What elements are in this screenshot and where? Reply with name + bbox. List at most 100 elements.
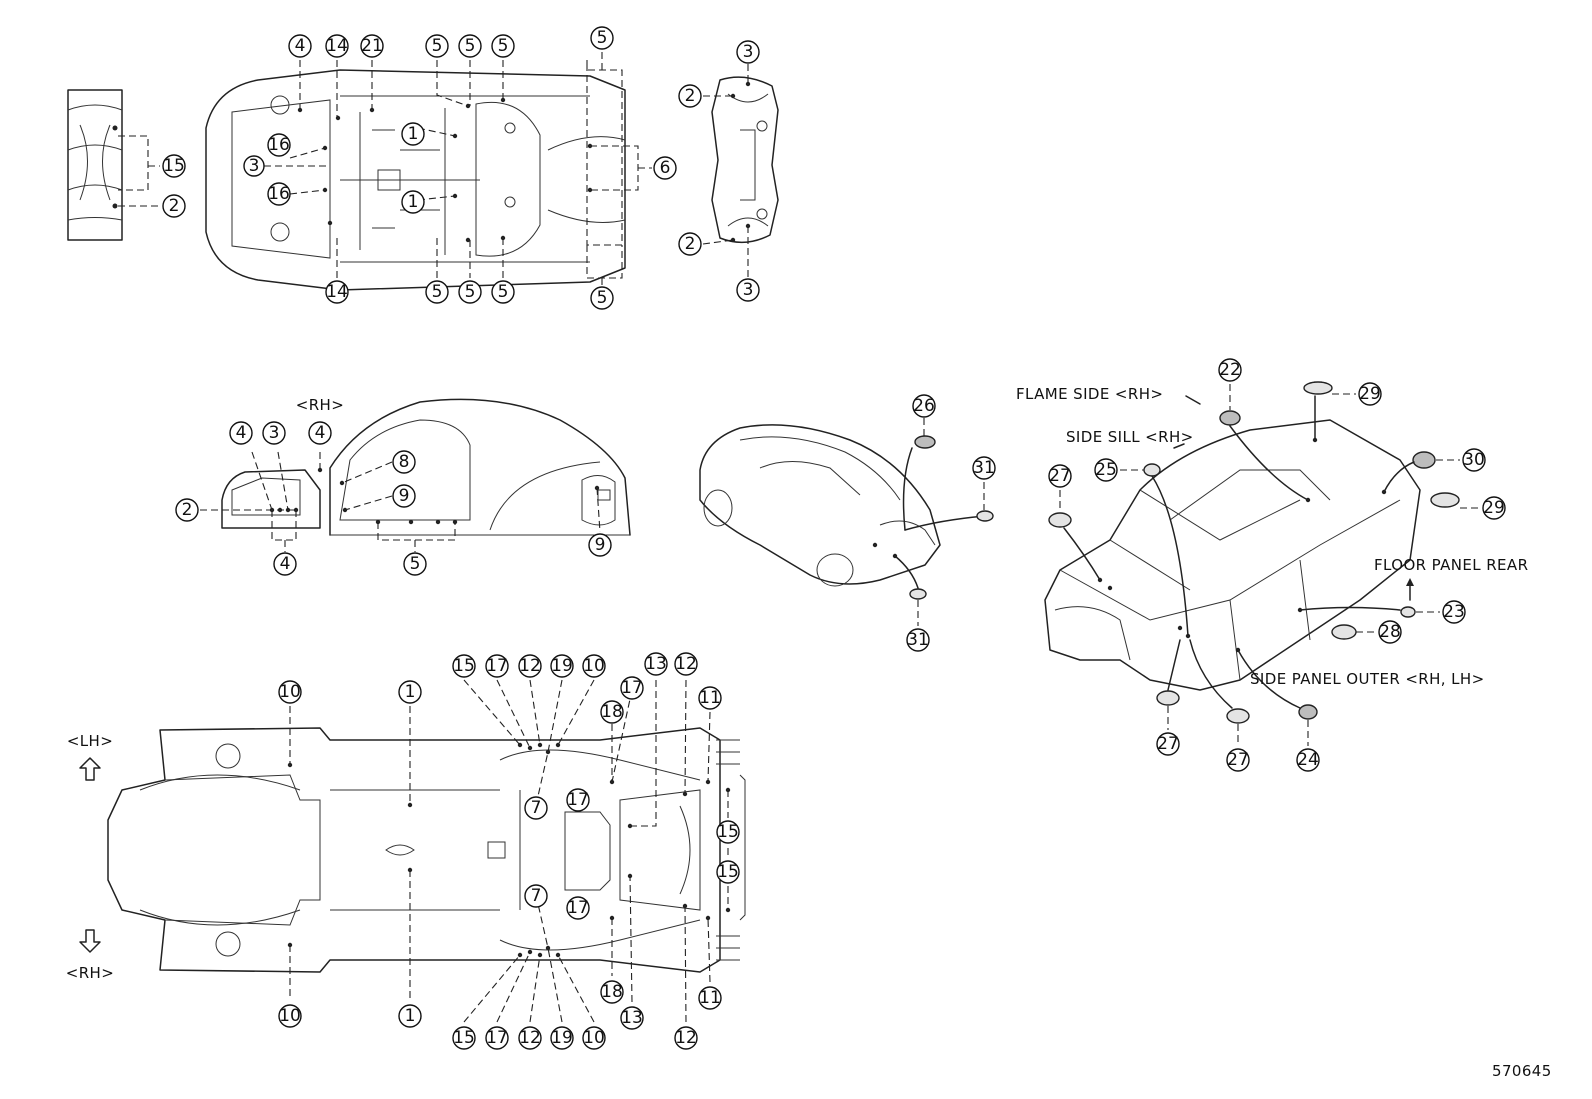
svg-text:5: 5 (498, 282, 509, 302)
callout-21: 21 (360, 34, 384, 58)
callout-27: 27 (1156, 732, 1180, 756)
svg-text:6: 6 (660, 158, 671, 178)
underbody-plan-view (107, 727, 746, 973)
callout-24: 24 (1296, 748, 1320, 772)
svg-text:19: 19 (551, 656, 573, 676)
side-sill-label: SIDE SILL <RH> (1066, 428, 1194, 446)
svg-text:5: 5 (410, 554, 421, 574)
callout-3: 3 (243, 155, 265, 177)
outline-down-arrow-icon (79, 929, 101, 953)
callout-4: 4 (288, 34, 312, 58)
callout-5: 5 (491, 34, 515, 58)
svg-text:24: 24 (1297, 750, 1319, 770)
rh-label-bottom: <RH> (66, 964, 114, 982)
callout-14: 14 (325, 280, 349, 304)
callout-5: 5 (491, 280, 515, 304)
svg-text:10: 10 (279, 1006, 301, 1026)
svg-text:2: 2 (685, 86, 696, 106)
svg-text:2: 2 (169, 196, 180, 216)
callout-3: 3 (262, 421, 286, 445)
svg-text:8: 8 (399, 452, 410, 472)
svg-text:5: 5 (597, 28, 608, 48)
svg-text:3: 3 (269, 423, 280, 443)
callout-4: 4 (273, 552, 297, 576)
callout-15: 15 (162, 154, 186, 178)
callout-4: 4 (229, 421, 253, 445)
callout-27: 27 (1226, 748, 1250, 772)
flame-side-label: FLAME SIDE <RH> (1016, 385, 1163, 403)
callout-17: 17 (566, 788, 590, 812)
callout-16: 16 (267, 133, 291, 157)
svg-text:11: 11 (699, 688, 721, 708)
callout-2: 2 (175, 498, 199, 522)
svg-text:30: 30 (1463, 450, 1485, 470)
svg-text:1: 1 (405, 682, 416, 702)
svg-text:5: 5 (465, 36, 476, 56)
callout-11: 11 (698, 686, 722, 710)
svg-text:21: 21 (361, 36, 383, 56)
callout-4: 4 (308, 421, 332, 445)
svg-text:10: 10 (583, 656, 605, 676)
svg-text:19: 19 (551, 1028, 573, 1048)
callout-15: 15 (716, 820, 740, 844)
callout-17: 17 (485, 1026, 509, 1050)
callout-14: 14 (325, 34, 349, 58)
callout-22: 22 (1218, 358, 1242, 382)
svg-text:10: 10 (583, 1028, 605, 1048)
callout-28: 28 (1378, 620, 1402, 644)
svg-text:15: 15 (717, 862, 739, 882)
svg-text:5: 5 (465, 282, 476, 302)
svg-text:5: 5 (432, 282, 443, 302)
callout-29: 29 (1358, 382, 1382, 406)
diagram-number: 570645 (1492, 1062, 1552, 1080)
callout-26: 26 (912, 394, 936, 418)
svg-text:9: 9 (595, 535, 606, 555)
svg-text:2: 2 (182, 500, 193, 520)
svg-text:13: 13 (645, 654, 667, 674)
svg-text:28: 28 (1379, 622, 1401, 642)
callout-13: 13 (620, 1006, 644, 1030)
svg-text:27: 27 (1049, 466, 1071, 486)
callout-11: 11 (698, 986, 722, 1010)
lh-label: <LH> (67, 732, 113, 750)
svg-text:2: 2 (685, 234, 696, 254)
callout-17: 17 (485, 654, 509, 678)
callout-15: 15 (452, 654, 476, 678)
callout-15: 15 (716, 860, 740, 884)
callout-5: 5 (458, 280, 482, 304)
svg-text:31: 31 (907, 630, 929, 650)
svg-text:5: 5 (597, 288, 608, 308)
callout-5: 5 (458, 34, 482, 58)
svg-text:26: 26 (913, 396, 935, 416)
callout-15: 15 (452, 1026, 476, 1050)
callout-10: 10 (278, 680, 302, 704)
callout-5: 5 (590, 26, 614, 50)
callout-5: 5 (425, 280, 449, 304)
front-floor-view (205, 69, 626, 291)
svg-text:10: 10 (279, 682, 301, 702)
svg-text:17: 17 (486, 656, 508, 676)
callout-31: 31 (906, 628, 930, 652)
svg-text:15: 15 (453, 656, 475, 676)
callout-5: 5 (403, 552, 427, 576)
callout-2: 2 (162, 194, 186, 218)
svg-text:29: 29 (1359, 384, 1381, 404)
svg-text:15: 15 (717, 822, 739, 842)
svg-text:5: 5 (432, 36, 443, 56)
callout-3: 3 (736, 278, 760, 302)
svg-text:12: 12 (675, 1028, 697, 1048)
svg-text:15: 15 (453, 1028, 475, 1048)
callout-1: 1 (401, 190, 425, 214)
callout-2: 2 (678, 232, 702, 256)
svg-text:23: 23 (1443, 602, 1465, 622)
svg-text:27: 27 (1227, 750, 1249, 770)
callout-1: 1 (398, 680, 422, 704)
svg-text:31: 31 (973, 458, 995, 478)
callout-10: 10 (582, 1026, 606, 1050)
callout-10: 10 (278, 1004, 302, 1028)
svg-text:14: 14 (326, 282, 348, 302)
callout-9: 9 (588, 533, 612, 557)
svg-text:22: 22 (1219, 360, 1241, 380)
callout-29: 29 (1482, 496, 1506, 520)
